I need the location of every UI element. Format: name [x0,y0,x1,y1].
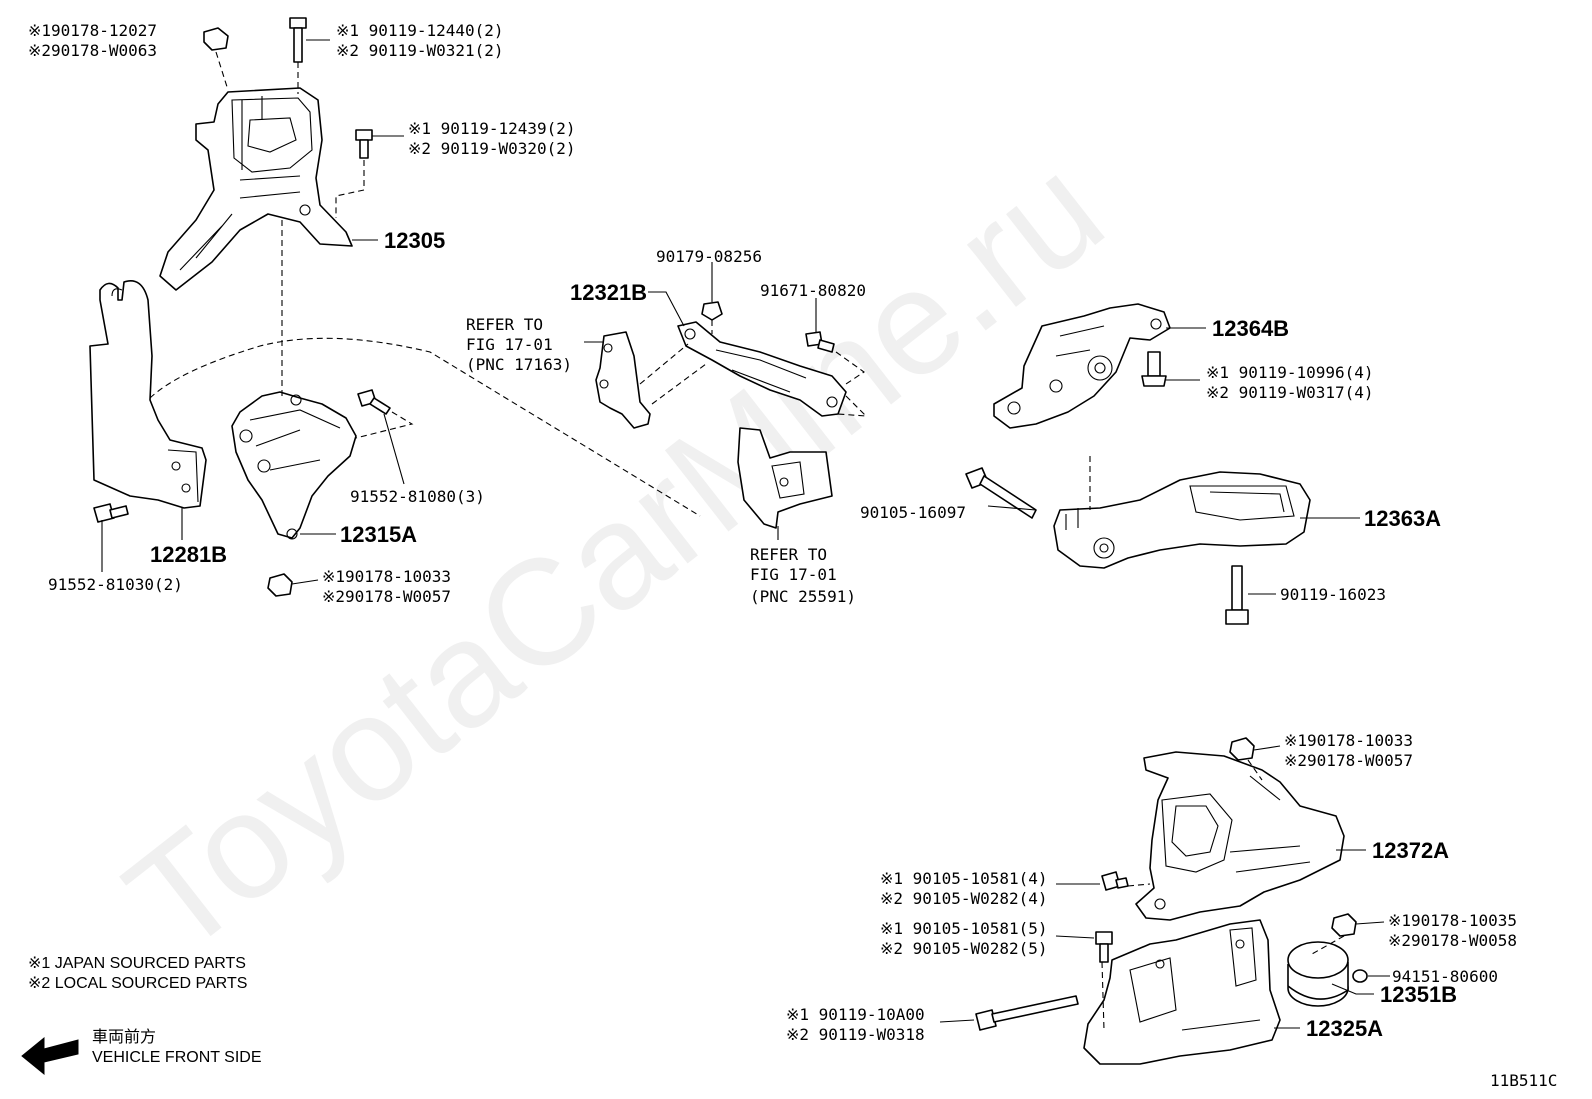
label-f6a: ※1 90119-10996(4) [1206,363,1374,382]
bolt-icon [93,503,129,523]
label-f10b: ※290178-W0057 [322,587,451,606]
mount-rod-12363A [1053,471,1311,569]
ref2-line2: FIG 17-01 [750,565,837,584]
pnc-12364B: 12364B [1212,316,1289,341]
nut-icon [1229,737,1255,761]
legend-line-2: ※2 LOCAL SOURCED PARTS [28,975,247,992]
label-f7: 91552-81080(3) [350,487,485,506]
label-f5: 91671-80820 [760,281,866,300]
direction-jp: 車両前方 [92,1028,156,1046]
pnc-12315A: 12315A [340,522,417,547]
label-f8: 90105-16097 [860,503,966,522]
ref2-line1: REFER TO [750,545,827,564]
washer-icon [1352,969,1368,983]
engine-mount-12305 [159,87,353,291]
leader-lines [101,39,1390,1029]
label-f6b: ※2 90119-W0317(4) [1206,383,1374,402]
nut-icon [203,27,229,51]
transmission-mount-12372A [1135,751,1345,921]
label-f4: 90179-08256 [656,247,762,266]
bolt-icon [355,129,373,159]
label-f2a: ※1 90119-12440(2) [336,21,504,40]
fastener-icons [93,17,1368,1031]
label-f1b: ※290178-W0063 [28,41,157,60]
legend: ※1 JAPAN SOURCED PARTS ※2 LOCAL SOURCED … [21,955,262,1076]
ref1-line1: REFER TO [466,315,543,334]
label-f9: 91552-81030(2) [48,575,183,594]
bolt-icon [289,17,307,63]
nut-icon [267,573,293,597]
bolt-icon [805,331,835,353]
bolt-icon [975,995,1079,1031]
ref2-line3: (PNC 25591) [750,587,856,606]
nut-icon [701,301,723,321]
pnc-12363A: 12363A [1364,506,1441,531]
legend-line-1: ※1 JAPAN SOURCED PARTS [28,955,246,972]
bolt-icon [1225,565,1249,625]
diagram-id: 11B511C [1490,1071,1557,1090]
label-f1a: ※190178-12027 [28,21,157,40]
reference-labels: REFER TO FIG 17-01 (PNC 17163) REFER TO … [466,315,856,606]
bolt-icon [357,389,391,415]
nut-icon [1331,913,1357,937]
pnc-12281B: 12281B [150,542,227,567]
pnc-12325A: 12325A [1306,1016,1383,1041]
label-f17a: ※1 90119-10A00 [786,1005,925,1024]
bracket-12325A [1083,919,1281,1065]
bolt-icon [965,467,1037,519]
label-f14a: ※1 90105-10581(5) [880,919,1048,938]
bracket-12281B [89,280,207,509]
watermark: ToyotaCarMine.ru [96,124,1132,985]
fastener-labels: ※190178-12027 ※290178-W0063 ※1 90119-124… [28,21,1517,1044]
pnc-12305: 12305 [384,228,445,253]
bolt-icon [1141,351,1167,387]
label-f10a: ※190178-10033 [322,567,451,586]
label-f12a: ※190178-10033 [1284,731,1413,750]
pnc-12372A: 12372A [1372,838,1449,863]
assembly-guides [149,51,1345,1031]
label-f12b: ※290178-W0057 [1284,751,1413,770]
label-f3a: ※1 90119-12439(2) [408,119,576,138]
part-number-labels: 12305 12321B 12364B 12363A 12281B 12315A… [150,228,1457,1041]
label-f16: 94151-80600 [1392,967,1498,986]
label-f15b: ※290178-W0058 [1388,931,1517,950]
ref-bracket-17163 [595,331,651,429]
label-f13a: ※1 90105-10581(4) [880,869,1048,888]
arm-12321B [677,321,847,417]
label-f15a: ※190178-10035 [1388,911,1517,930]
label-f13b: ※2 90105-W0282(4) [880,889,1048,908]
bracket-12364B [993,303,1171,429]
cylinder-12351B [1287,941,1349,1007]
pnc-12351B: 12351B [1380,982,1457,1007]
label-f11: 90119-16023 [1280,585,1386,604]
label-f14b: ※2 90105-W0282(5) [880,939,1048,958]
label-f2b: ※2 90119-W0321(2) [336,41,504,60]
ref1-line2: FIG 17-01 [466,335,553,354]
bracket-12315A [231,391,357,540]
label-f17b: ※2 90119-W0318 [786,1025,925,1044]
ref1-line3: (PNC 17163) [466,355,572,374]
bolt-icon [1095,931,1113,963]
direction-en: VEHICLE FRONT SIDE [92,1049,262,1066]
pnc-12321B: 12321B [570,280,647,305]
ref-bracket-25591 [737,427,833,529]
label-f3b: ※2 90119-W0320(2) [408,139,576,158]
front-arrow-icon [21,1036,79,1076]
bolt-icon [1101,871,1129,891]
